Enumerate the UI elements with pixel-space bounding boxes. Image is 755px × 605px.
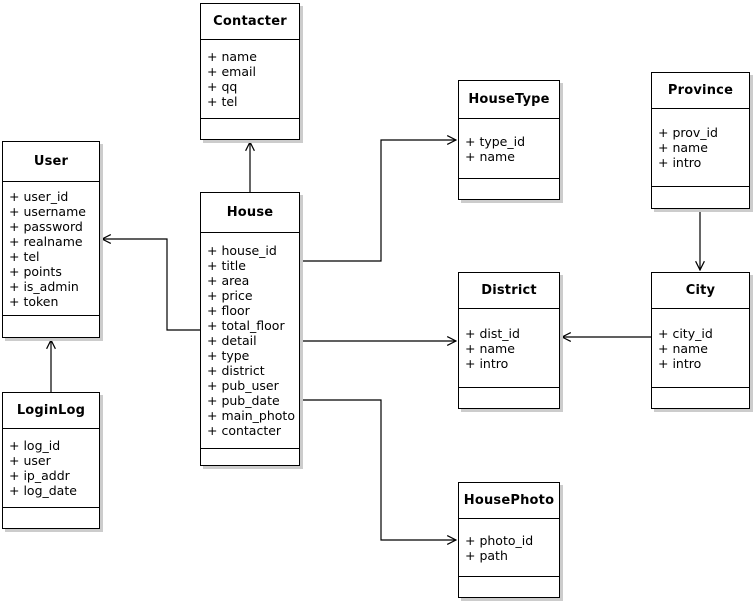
attribute-row: + title	[207, 258, 246, 273]
entity-house[interactable]: House + house_id+ title+ area+ price+ fl…	[200, 192, 300, 466]
entity-methods-compartment	[459, 577, 559, 597]
attribute-row: + area	[207, 273, 250, 288]
attribute-row: + main_photo	[207, 408, 295, 423]
attribute-row: + email	[207, 64, 256, 79]
entity-attributes: + log_id+ user+ ip_addr+ log_date	[3, 429, 99, 508]
entity-methods-compartment	[3, 316, 99, 337]
entity-methods-compartment	[459, 179, 559, 199]
entity-methods-compartment	[652, 388, 749, 408]
attribute-row: + ip_addr	[9, 468, 70, 483]
attribute-row: + name	[658, 140, 708, 155]
entity-district[interactable]: District + dist_id+ name+ intro	[458, 272, 560, 409]
attribute-row: + floor	[207, 303, 250, 318]
entity-title: User	[3, 142, 99, 182]
attribute-row: + log_id	[9, 438, 61, 453]
entity-attributes: + name+ email+ qq+ tel	[201, 40, 299, 119]
entity-methods-compartment	[459, 388, 559, 408]
entity-attributes: + prov_id+ name+ intro	[652, 109, 749, 187]
entity-methods-compartment	[652, 187, 749, 208]
entity-attributes: + type_id+ name	[459, 119, 559, 179]
attribute-row: + name	[465, 148, 515, 164]
attribute-row: + total_floor	[207, 318, 285, 333]
attribute-row: + token	[9, 293, 59, 309]
entity-title: City	[652, 273, 749, 309]
attribute-row: + type	[207, 348, 250, 363]
attribute-row: + tel	[9, 248, 40, 264]
entity-attributes: + user_id+ username+ password+ realname+…	[3, 182, 99, 316]
attribute-row: + realname	[9, 233, 83, 249]
entity-attributes: + photo_id+ path	[459, 519, 559, 577]
attribute-row: + user	[9, 453, 51, 468]
entity-methods-compartment	[3, 508, 99, 528]
attribute-row: + city_id	[658, 325, 713, 341]
entity-province[interactable]: Province + prov_id+ name+ intro	[651, 72, 750, 209]
attribute-row: + is_admin	[9, 278, 79, 294]
entity-city[interactable]: City + city_id+ name+ intro	[651, 272, 750, 409]
attribute-row: + name	[658, 340, 708, 356]
entity-title: Contacter	[201, 4, 299, 40]
entity-attributes: + house_id+ title+ area+ price+ floor+ t…	[201, 233, 299, 449]
entity-attributes: + dist_id+ name+ intro	[459, 309, 559, 388]
entity-title: LoginLog	[3, 393, 99, 429]
attribute-row: + intro	[658, 155, 702, 170]
attribute-row: + password	[9, 218, 83, 234]
attribute-row: + price	[207, 288, 253, 303]
attribute-row: + tel	[207, 94, 238, 109]
entity-title: HousePhoto	[459, 483, 559, 519]
entity-user[interactable]: User + user_id+ username+ password+ real…	[2, 141, 100, 338]
attribute-row: + name	[207, 49, 257, 64]
entity-loginlog[interactable]: LoginLog + log_id+ user+ ip_addr+ log_da…	[2, 392, 100, 529]
attribute-row: + log_date	[9, 483, 77, 498]
connector-house-housephoto	[300, 399, 456, 540]
attribute-row: + path	[465, 547, 508, 563]
entity-attributes: + city_id+ name+ intro	[652, 309, 749, 388]
attribute-row: + detail	[207, 333, 257, 348]
attribute-row: + intro	[465, 355, 509, 371]
attribute-row: + prov_id	[658, 125, 718, 140]
entity-title: House	[201, 193, 299, 233]
connector-house-housetype	[300, 140, 456, 262]
attribute-row: + photo_id	[465, 532, 534, 548]
attribute-row: + qq	[207, 79, 238, 94]
attribute-row: + username	[9, 203, 86, 219]
entity-methods-compartment	[201, 449, 299, 465]
entity-contacter[interactable]: Contacter + name+ email+ qq+ tel	[200, 3, 300, 140]
attribute-row: + points	[9, 263, 62, 279]
attribute-row: + user_id	[9, 188, 69, 204]
entity-title: District	[459, 273, 559, 309]
entity-housephoto[interactable]: HousePhoto + photo_id+ path	[458, 482, 560, 598]
attribute-row: + intro	[658, 355, 702, 371]
attribute-row: + pub_date	[207, 393, 280, 408]
entity-methods-compartment	[201, 119, 299, 139]
attribute-row: + district	[207, 363, 265, 378]
attribute-row: + house_id	[207, 243, 277, 258]
connector-house-user	[102, 239, 200, 331]
entity-title: HouseType	[459, 81, 559, 119]
attribute-row: + name	[465, 340, 515, 356]
entity-housetype[interactable]: HouseType + type_id+ name	[458, 80, 560, 200]
attribute-row: + dist_id	[465, 325, 520, 341]
attribute-row: + type_id	[465, 133, 526, 149]
attribute-row: + contacter	[207, 423, 282, 438]
attribute-row: + pub_user	[207, 378, 279, 393]
entity-title: Province	[652, 73, 749, 109]
